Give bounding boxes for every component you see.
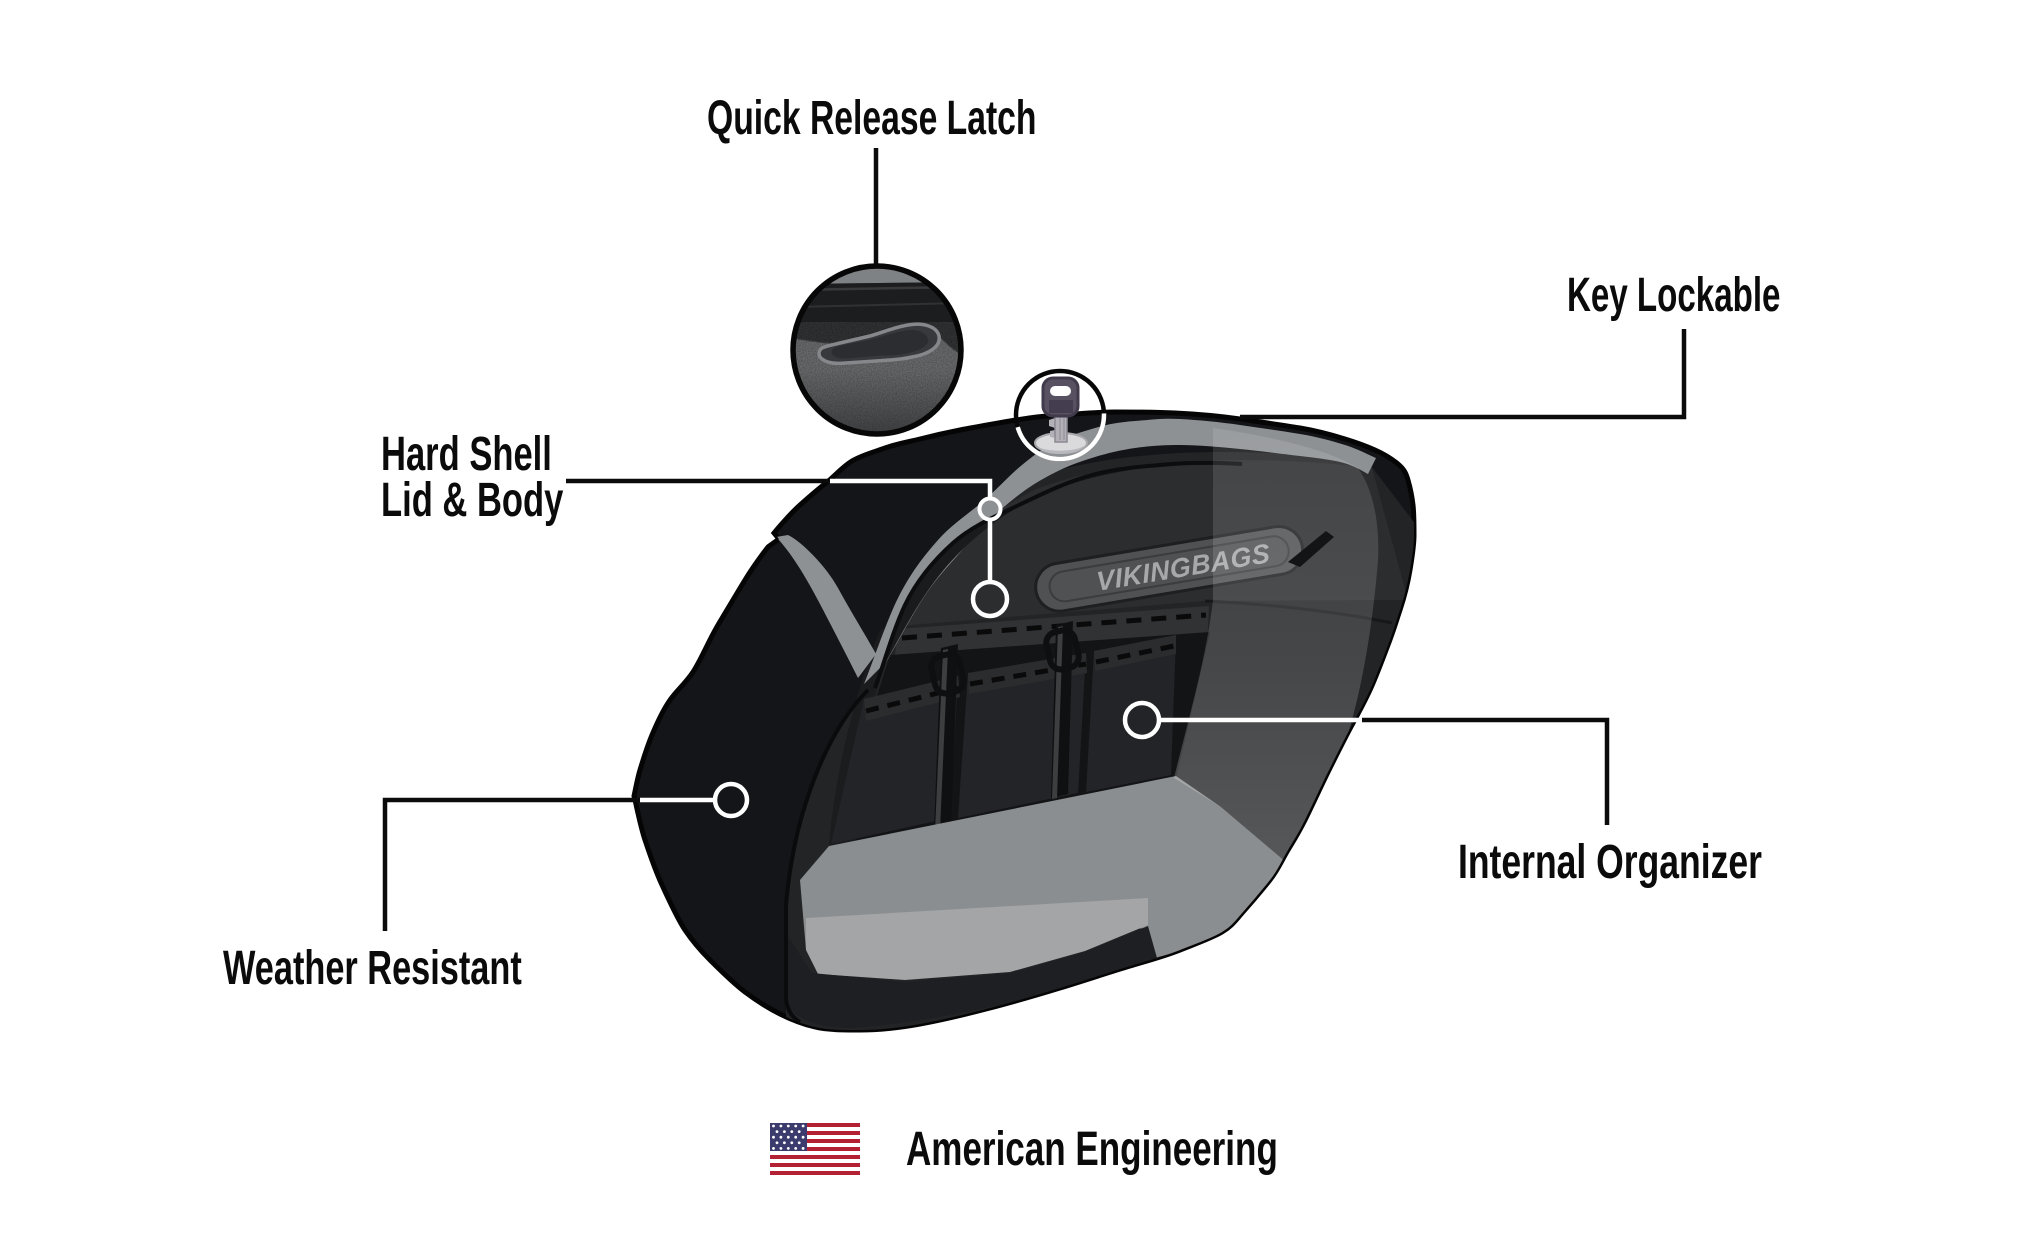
svg-text:American Engineering: American Engineering [906,1122,1278,1176]
svg-text:Lid & Body: Lid & Body [381,472,564,526]
svg-text:Quick Release Latch: Quick Release Latch [707,90,1037,144]
svg-text:Key Lockable: Key Lockable [1567,268,1780,322]
svg-text:Weather Resistant: Weather Resistant [223,940,522,994]
svg-text:Hard Shell: Hard Shell [381,426,552,480]
svg-text:Internal Organizer: Internal Organizer [1458,835,1762,888]
